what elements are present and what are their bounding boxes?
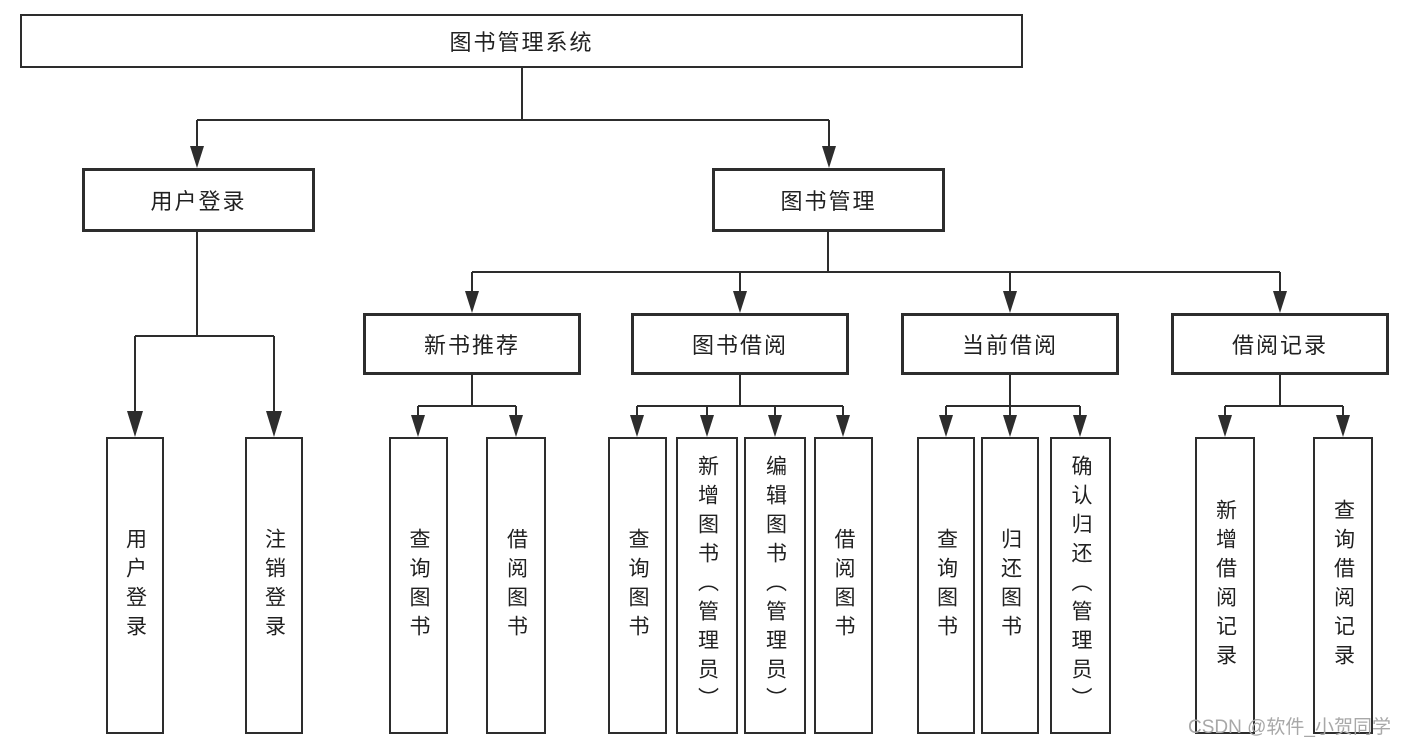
- watermark: CSDN @软件_小贺同学: [1188, 717, 1391, 738]
- leaf-query-books-borrow: 查询图书: [608, 437, 667, 734]
- leaf-label: 查询图书: [626, 527, 649, 644]
- node-current-borrowing: 当前借阅: [901, 313, 1119, 375]
- leaf-logout: 注销登录: [245, 437, 303, 734]
- leaf-add-borrow-record: 新增借阅记录: [1195, 437, 1255, 734]
- node-book-borrowing: 图书借阅: [631, 313, 849, 375]
- leaf-borrow-books: 借阅图书: [814, 437, 873, 734]
- leaf-label: 归还图书: [998, 527, 1022, 644]
- leaf-add-book-admin: 新增图书（管理员）: [676, 437, 738, 734]
- leaf-label: 新增图书（管理员）: [695, 455, 719, 716]
- leaf-query-books-recommend: 查询图书: [389, 437, 448, 734]
- leaf-label: 借阅图书: [504, 527, 528, 644]
- leaf-return-books: 归还图书: [981, 437, 1039, 734]
- node-new-book-recommend: 新书推荐: [363, 313, 581, 375]
- node-book-management: 图书管理: [712, 168, 945, 232]
- leaf-label: 查询图书: [934, 527, 958, 644]
- leaf-label: 查询图书: [407, 527, 430, 644]
- node-user-login-branch: 用户登录: [82, 168, 315, 232]
- leaf-label: 编辑图书（管理员）: [763, 455, 787, 716]
- node-borrowing-records: 借阅记录: [1171, 313, 1389, 375]
- leaf-confirm-return-admin: 确认归还（管理员）: [1050, 437, 1111, 734]
- leaf-label: 确认归还（管理员）: [1069, 455, 1092, 716]
- leaf-query-books-current: 查询图书: [917, 437, 975, 734]
- node-root: 图书管理系统: [20, 14, 1023, 68]
- leaf-label: 注销登录: [262, 527, 286, 644]
- leaf-user-login: 用户登录: [106, 437, 164, 734]
- leaf-borrow-books-recommend: 借阅图书: [486, 437, 546, 734]
- leaf-label: 用户登录: [123, 527, 147, 644]
- leaf-label: 借阅图书: [832, 527, 855, 644]
- leaf-query-borrow-record: 查询借阅记录: [1313, 437, 1373, 734]
- leaf-label: 查询借阅记录: [1331, 498, 1355, 673]
- leaf-label: 新增借阅记录: [1213, 498, 1237, 673]
- leaf-edit-book-admin: 编辑图书（管理员）: [744, 437, 806, 734]
